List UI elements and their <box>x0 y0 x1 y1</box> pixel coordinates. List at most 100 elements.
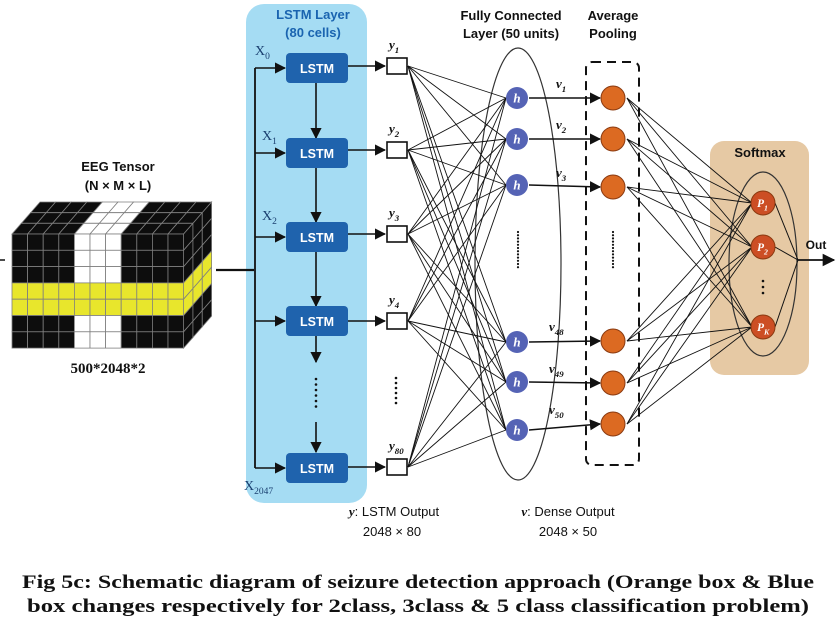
dense-connection <box>407 138 507 151</box>
tensor-front-cell <box>74 282 91 300</box>
lstm-output-label: y2 <box>387 121 400 139</box>
tensor-front-cell <box>120 331 138 349</box>
tensor-front-cell <box>89 266 107 284</box>
pool-ellipsis-dot <box>611 256 615 259</box>
softmax-node <box>750 190 776 216</box>
softmax-ellipsis-dot <box>761 279 765 283</box>
tensor-front-cell <box>167 233 185 251</box>
tensor-front-cell <box>105 233 122 251</box>
softmax-to-out-connection <box>774 202 799 261</box>
tensor-front-cell <box>11 282 29 300</box>
softmax-node-label: P2 <box>757 242 768 256</box>
caption-line-2: box changes respectively for 2class, 3cl… <box>27 597 809 617</box>
tensor-front-cell <box>120 249 138 268</box>
dense-connection <box>407 341 507 468</box>
lstm-cell-label: LSTM <box>300 62 334 76</box>
tensor-front-cell <box>105 331 122 349</box>
lstm-layer-subtitle: (80 cells) <box>285 25 341 40</box>
pool-ellipsis-dot <box>611 243 615 246</box>
tensor-front-cell <box>42 249 60 268</box>
lstm-output-dims: 2048 × 80 <box>363 524 421 539</box>
dense-connection <box>407 233 507 343</box>
dense-connection <box>407 320 507 343</box>
input-x-label: X2 <box>262 209 277 227</box>
fc-layer-title: Fully Connected <box>460 8 561 23</box>
output-ellipsis-dot <box>394 391 398 395</box>
pool-node <box>600 126 626 152</box>
tensor-front-cell <box>89 249 107 268</box>
dense-output-label: v49 <box>549 361 564 379</box>
pool-ellipsis-dot <box>611 250 615 253</box>
pool-to-softmax-connection <box>626 246 753 384</box>
tensor-front-cell <box>136 249 153 268</box>
tensor-front-cell <box>58 266 75 284</box>
dense-connection <box>407 149 507 383</box>
dense-connection <box>407 381 507 468</box>
pooling-title: Average <box>588 8 639 23</box>
tensor-front-cell <box>167 249 185 268</box>
pool-node <box>600 85 626 111</box>
tensor-front-cell <box>11 298 29 316</box>
tensor-front-cell <box>167 298 185 316</box>
softmax-to-out-connection <box>774 246 799 261</box>
pool-ellipsis-dot <box>611 230 615 234</box>
tensor-front-cell <box>58 282 75 300</box>
dense-connection <box>407 65 507 140</box>
dense-output-label: v50 <box>549 402 564 420</box>
fc-node <box>506 174 528 196</box>
dense-connection <box>407 320 507 431</box>
fc-ellipsis-dot <box>516 230 520 234</box>
input-x-label: X1 <box>262 129 277 147</box>
output-ellipsis-dot <box>394 376 398 380</box>
fc-to-pool-arrow <box>528 181 602 193</box>
fc-node <box>506 419 528 441</box>
tensor-front-cell <box>11 266 29 284</box>
pool-node <box>600 174 626 200</box>
tensor-front-cell <box>120 233 138 251</box>
input-x-label: X2047 <box>244 479 273 497</box>
softmax-ellipsis-dot <box>761 285 765 289</box>
pool-node <box>600 411 626 437</box>
lstm-output-box <box>386 312 408 330</box>
tensor-front-cell <box>105 266 122 284</box>
tensor-front-cell <box>89 315 107 333</box>
caption-line-1: Fig 5c: Schematic diagram of seizure det… <box>22 573 814 593</box>
fc-ellipsis-dot <box>516 243 520 246</box>
tensor-front-cell <box>74 249 91 268</box>
tensor-front-cell <box>58 315 75 333</box>
lstm-output-label: y3 <box>387 205 400 223</box>
pool-ellipsis-dot <box>611 259 615 262</box>
eeg-tensor-title: EEG Tensor <box>81 159 154 174</box>
tensor-front-cell <box>105 315 122 333</box>
softmax-ellipsis-dot <box>761 291 765 295</box>
fc-ellipsis-dot <box>516 262 520 266</box>
tensor-front-cell <box>11 249 29 268</box>
output-ellipsis-dot <box>394 396 398 400</box>
pool-to-softmax-connection <box>626 186 753 328</box>
output-label: Out <box>806 238 827 252</box>
pool-to-softmax-connection <box>626 138 753 248</box>
fc-ellipsis-dot <box>516 250 520 253</box>
dense-connection <box>407 184 507 468</box>
lstm-output-box <box>386 141 408 159</box>
output-ellipsis-dot <box>394 386 398 390</box>
dense-connection <box>407 429 507 468</box>
lstm-cell <box>286 453 348 483</box>
dense-connection <box>407 149 507 431</box>
tensor-front-cell <box>42 331 60 349</box>
pool-to-softmax-connection <box>626 97 753 248</box>
dense-connection <box>407 233 507 383</box>
lstm-layer-panel <box>246 4 367 503</box>
dense-connection <box>407 65 507 343</box>
dense-connection <box>407 149 507 186</box>
pool-to-softmax-connection <box>626 326 753 425</box>
lstm-ellipsis-dot <box>314 405 318 408</box>
dense-output-legend: v: Dense Output <box>521 504 615 519</box>
connections <box>0 60 836 474</box>
fc-to-pool-arrow <box>528 377 602 389</box>
dense-connection <box>407 65 507 186</box>
lstm-output-label: y1 <box>387 37 399 55</box>
pool-node <box>600 328 626 354</box>
